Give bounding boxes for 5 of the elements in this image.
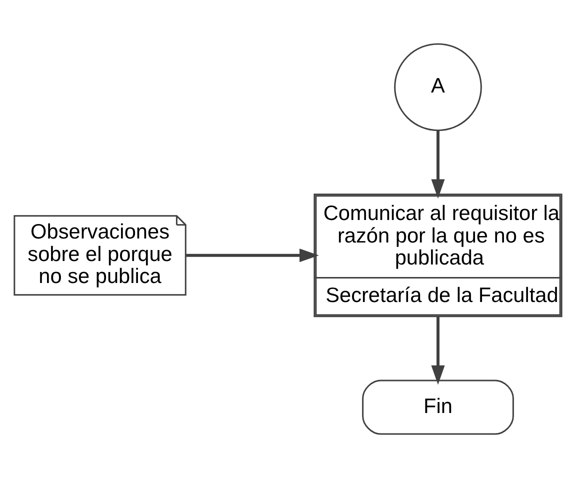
arrow (186, 248, 319, 262)
arrow (431, 316, 445, 384)
arrow (431, 130, 445, 198)
node-circle: A (394, 42, 482, 131)
node-box: Fin (362, 379, 514, 434)
